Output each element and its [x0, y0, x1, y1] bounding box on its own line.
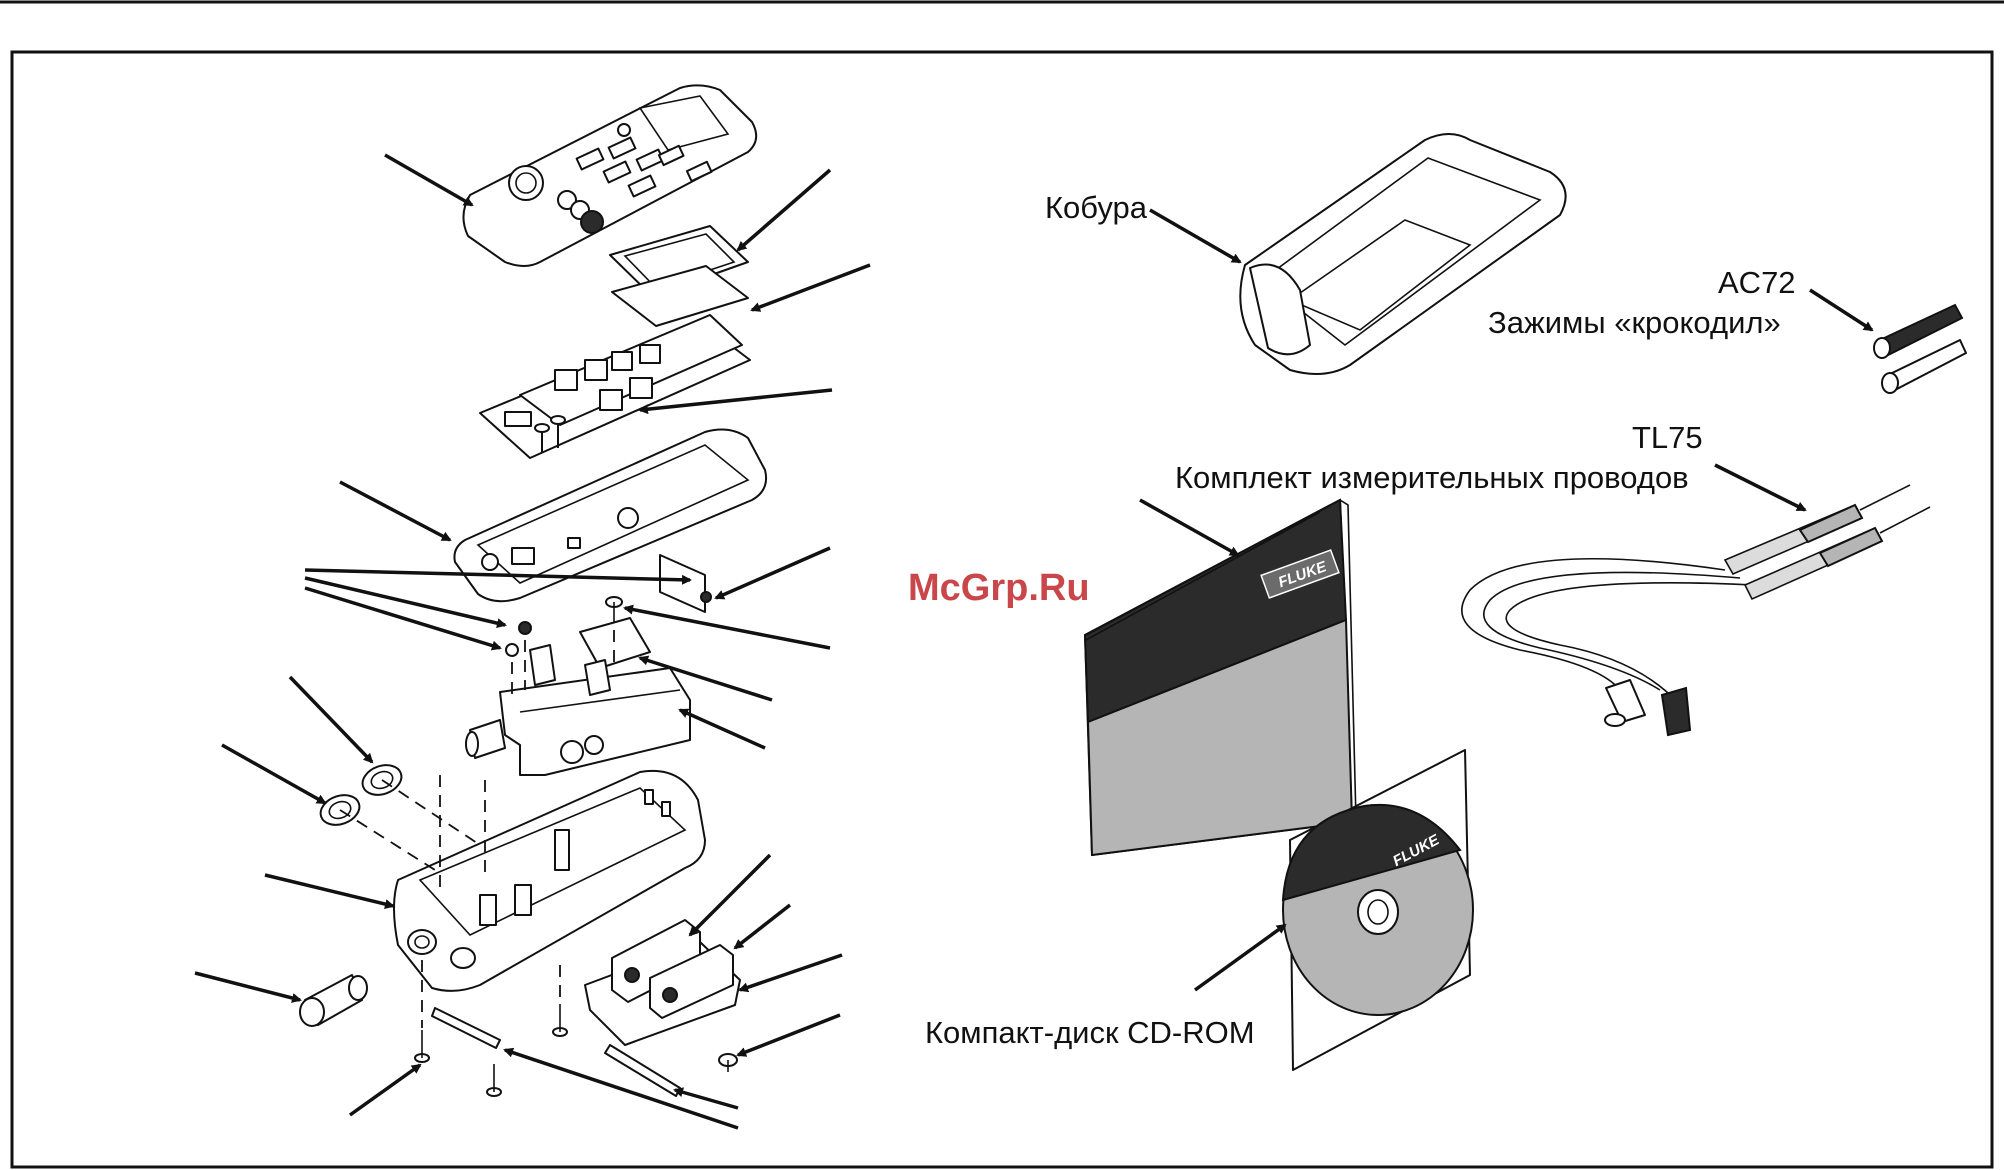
label-cdrom: Компакт-диск CD-ROM	[925, 1015, 1255, 1050]
label-tl75-name: Комплект измерительных проводов	[1175, 460, 1689, 495]
test-leads	[1462, 485, 1930, 735]
label-tl75-code: TL75	[1632, 420, 1703, 455]
arrow-tl75	[1715, 465, 1805, 510]
watermark: McGrp.Ru	[908, 567, 1090, 609]
label-ac72-name: Зажимы «крокодил»	[1488, 305, 1781, 340]
washer-left	[519, 622, 531, 634]
adjustment-knob	[300, 975, 367, 1026]
calibrator-exploded-view	[195, 85, 870, 1128]
label-ac72-code: AC72	[1718, 265, 1796, 300]
washer-right	[701, 592, 711, 602]
left-leader-arrows	[195, 155, 870, 1128]
arrow-cdrom	[1195, 925, 1285, 990]
display-window	[610, 226, 748, 326]
arrow-manual	[1140, 500, 1238, 555]
arrow-ac72	[1810, 290, 1872, 330]
bracket-plate	[580, 618, 650, 668]
tilt-stand-left	[432, 1008, 500, 1048]
top-case	[454, 430, 766, 612]
manual-booklet: FLUKE	[1085, 500, 1356, 855]
arrow-holster	[1150, 210, 1240, 262]
washer-middle	[506, 644, 518, 656]
input-fittings	[316, 760, 405, 830]
alligator-clips	[1874, 305, 1966, 393]
label-holster: Кобура	[1045, 190, 1148, 225]
